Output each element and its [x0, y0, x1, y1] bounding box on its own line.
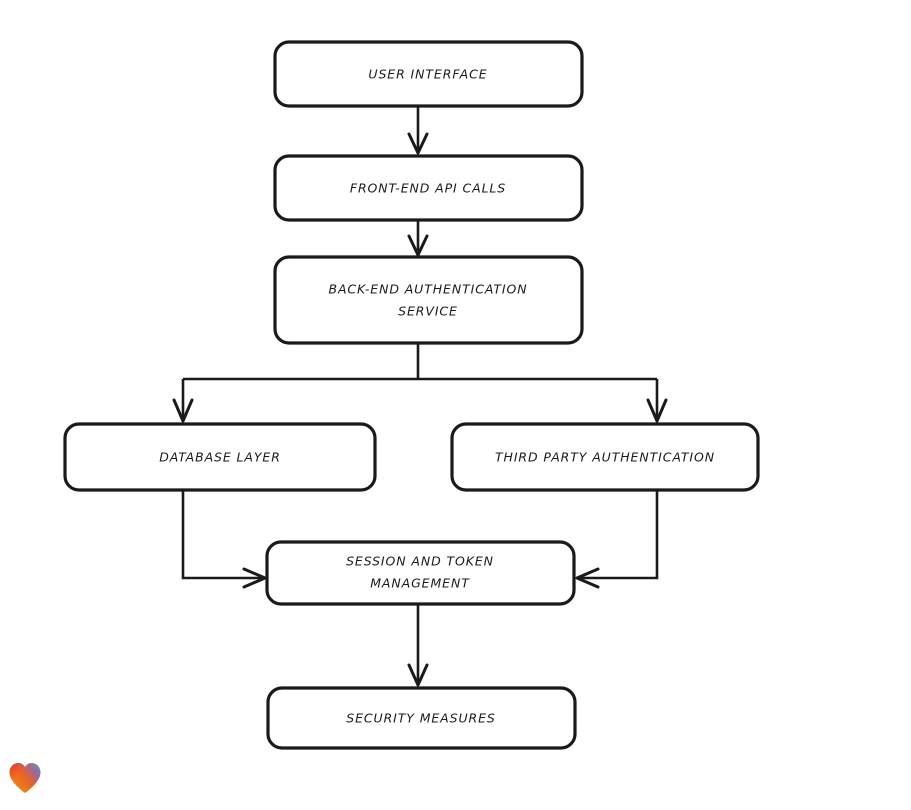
- node-label-back-end-authentication-service-line2: SERVICE: [398, 304, 458, 319]
- node-session-and-token-management[interactable]: SESSION AND TOKEN MANAGEMENT: [265, 540, 576, 606]
- node-label-back-end-authentication-service-line1: BACK-END AUTHENTICATION: [328, 282, 527, 297]
- edge-backend-split: [183, 343, 657, 381]
- node-label-session-and-token-management-line2: MANAGEMENT: [370, 576, 470, 591]
- node-user-interface[interactable]: USER INTERFACE: [273, 40, 584, 108]
- node-box-back-end-authentication-service[interactable]: [273, 255, 584, 345]
- edge-session-to-security: [407, 604, 429, 687]
- node-box-database-layer[interactable]: [63, 422, 377, 492]
- edge-api-to-backend: [407, 220, 429, 257]
- node-security-measures[interactable]: SECURITY MEASURES: [266, 686, 577, 750]
- edge-thirdparty-to-session: [575, 490, 659, 589]
- edge-database-to-session: [181, 490, 267, 589]
- node-label-database-layer: DATABASE LAYER: [159, 450, 281, 465]
- node-label-front-end-api-calls: FRONT-END API CALLS: [350, 181, 506, 196]
- node-back-end-authentication-service[interactable]: BACK-END AUTHENTICATION SERVICE: [273, 255, 584, 345]
- node-box-front-end-api-calls[interactable]: [273, 154, 584, 222]
- node-label-user-interface: USER INTERFACE: [368, 67, 487, 82]
- heart-icon: [9, 763, 41, 793]
- edge-ui-to-api: [407, 106, 429, 155]
- node-box-user-interface[interactable]: [273, 40, 584, 108]
- node-box-third-party-authentication[interactable]: [450, 422, 760, 492]
- node-box-session-and-token-management[interactable]: [265, 540, 576, 606]
- node-label-third-party-authentication: THIRD PARTY AUTHENTICATION: [495, 450, 715, 465]
- node-third-party-authentication[interactable]: THIRD PARTY AUTHENTICATION: [450, 422, 760, 492]
- node-label-security-measures: SECURITY MEASURES: [346, 711, 495, 726]
- edge-backend-to-database: [172, 379, 194, 423]
- node-label-session-and-token-management-line1: SESSION AND TOKEN: [346, 554, 494, 569]
- node-database-layer[interactable]: DATABASE LAYER: [63, 422, 377, 492]
- edge-backend-to-thirdparty: [646, 379, 668, 423]
- node-front-end-api-calls[interactable]: FRONT-END API CALLS: [273, 154, 584, 222]
- node-box-security-measures[interactable]: [266, 686, 577, 750]
